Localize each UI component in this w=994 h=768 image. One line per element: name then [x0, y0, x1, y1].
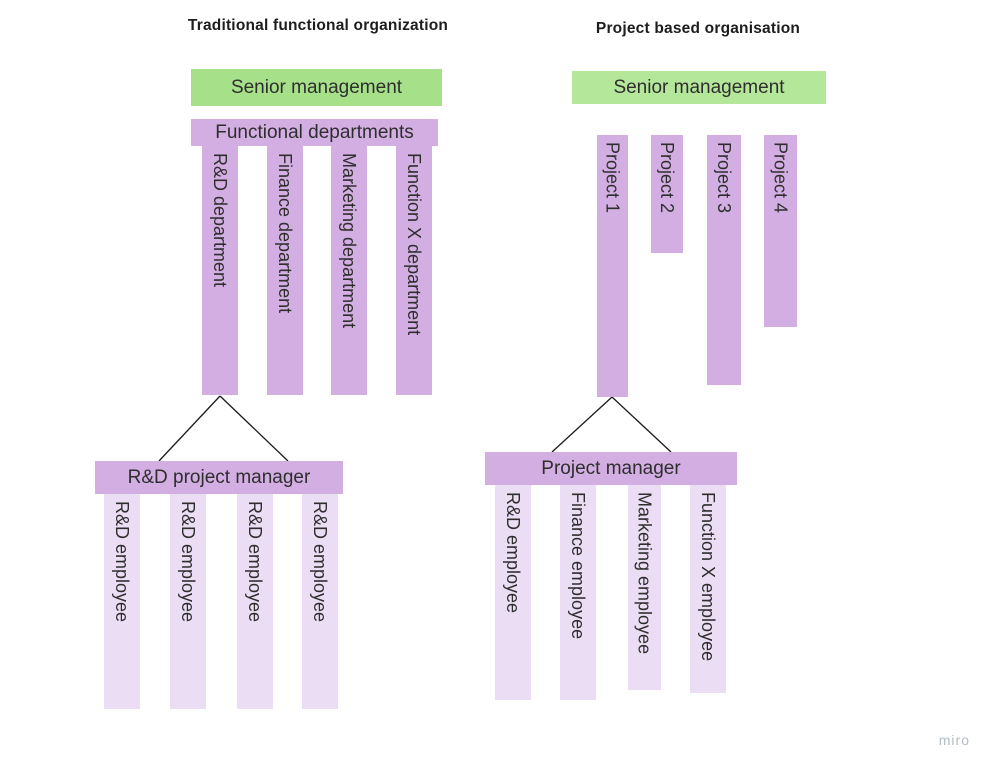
project-bar-label: Project 2 [657, 142, 677, 214]
project-bar-label: Project 4 [770, 142, 791, 214]
employee-bar-label: R&D employee [503, 492, 523, 614]
right-manager-box: Project manager [485, 452, 737, 485]
project-bar-2: Project 2 [651, 135, 683, 253]
employee-bar: R&D employee [104, 494, 140, 709]
left-manager-box: R&D project manager [95, 461, 343, 494]
employee-bar-label: R&D employee [178, 501, 198, 623]
department-bar-label: Marketing department [339, 153, 359, 329]
project-bar-label: Project 3 [714, 142, 734, 214]
project-bar-1: Project 1 [597, 135, 628, 397]
employee-bar: R&D employee [170, 494, 206, 709]
employee-bar-label: R&D employee [310, 501, 330, 623]
right-senior-management-box: Senior management [572, 71, 826, 104]
left-diagram-title: Traditional functional organization [187, 17, 449, 34]
employee-bar-label: Function X employee [698, 492, 718, 662]
employee-bar-label: Marketing employee [634, 492, 655, 655]
connector-lines-left [158, 395, 289, 462]
employee-bar: R&D employee [302, 494, 338, 709]
project-bar-4: Project 4 [764, 135, 797, 327]
left-senior-management-box: Senior management [191, 69, 442, 106]
miro-watermark-link[interactable]: miro [938, 732, 970, 748]
employee-bar: Finance employee [560, 485, 596, 700]
right-diagram-title: Project based organisation [595, 20, 801, 37]
department-bar-function-x: Function X department [396, 146, 432, 395]
project-bar-3: Project 3 [707, 135, 741, 385]
department-bar-label: Function X department [404, 153, 424, 336]
department-bar-rd: R&D department [202, 146, 238, 395]
employee-bar: R&D employee [237, 494, 273, 709]
department-bar-marketing: Marketing department [331, 146, 367, 395]
department-bar-finance: Finance department [267, 146, 303, 395]
employee-bar-label: Finance employee [568, 492, 588, 640]
project-bar-label: Project 1 [602, 142, 623, 214]
left-functional-departments-box: Functional departments [191, 119, 438, 146]
employee-bar-label: R&D employee [245, 501, 265, 623]
employee-bar: Marketing employee [628, 485, 661, 690]
department-bar-label: Finance department [275, 153, 295, 314]
employee-bar: Function X employee [690, 485, 726, 693]
connector-lines-right [551, 396, 672, 453]
department-bar-label: R&D department [210, 153, 230, 288]
employee-bar-label: R&D employee [112, 501, 132, 623]
employee-bar: R&D employee [495, 485, 531, 700]
